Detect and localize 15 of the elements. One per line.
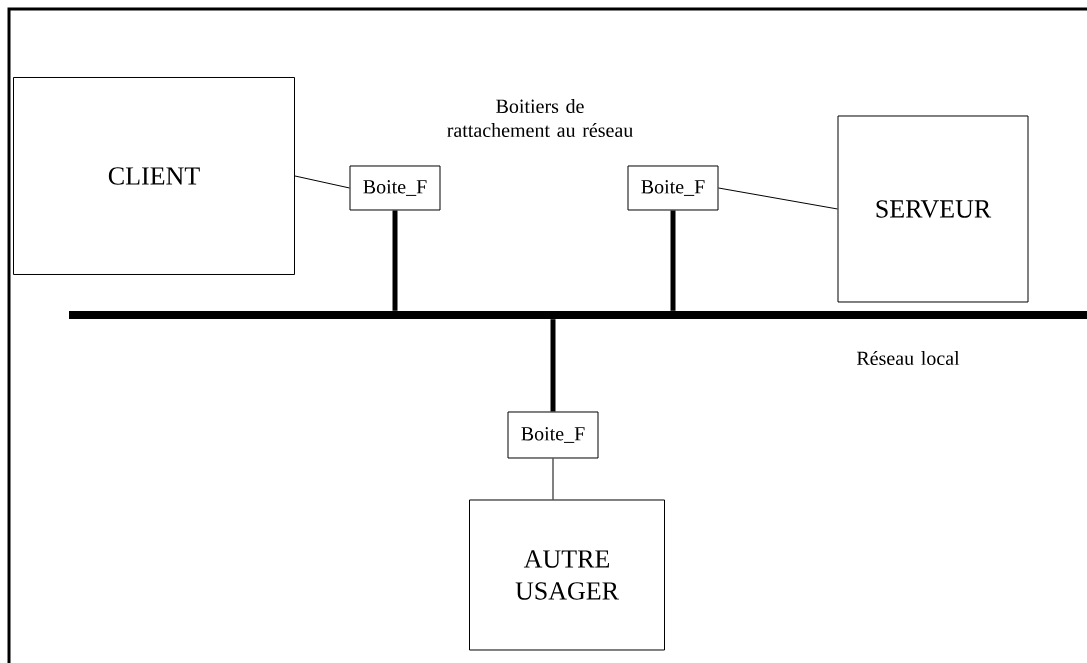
connector-line bbox=[552, 458, 554, 500]
connector-line bbox=[718, 187, 838, 210]
connector-line bbox=[670, 210, 676, 311]
client-box: CLIENT bbox=[13, 77, 295, 275]
label-text: Réseau local bbox=[856, 350, 960, 366]
label-text: Boitiers de rattachement au réseau bbox=[447, 98, 633, 137]
interface-box: Boite_F bbox=[349, 165, 441, 211]
connector-line bbox=[294, 175, 350, 189]
interface-box: Boite_F bbox=[627, 165, 719, 211]
interface-box: Boite_F bbox=[507, 411, 599, 459]
connector-line bbox=[550, 319, 556, 412]
server-box: SERVEUR bbox=[837, 115, 1029, 303]
user-box: AUTRE USAGER bbox=[469, 499, 665, 651]
connector-line bbox=[392, 210, 398, 311]
network-bus bbox=[69, 311, 1087, 319]
